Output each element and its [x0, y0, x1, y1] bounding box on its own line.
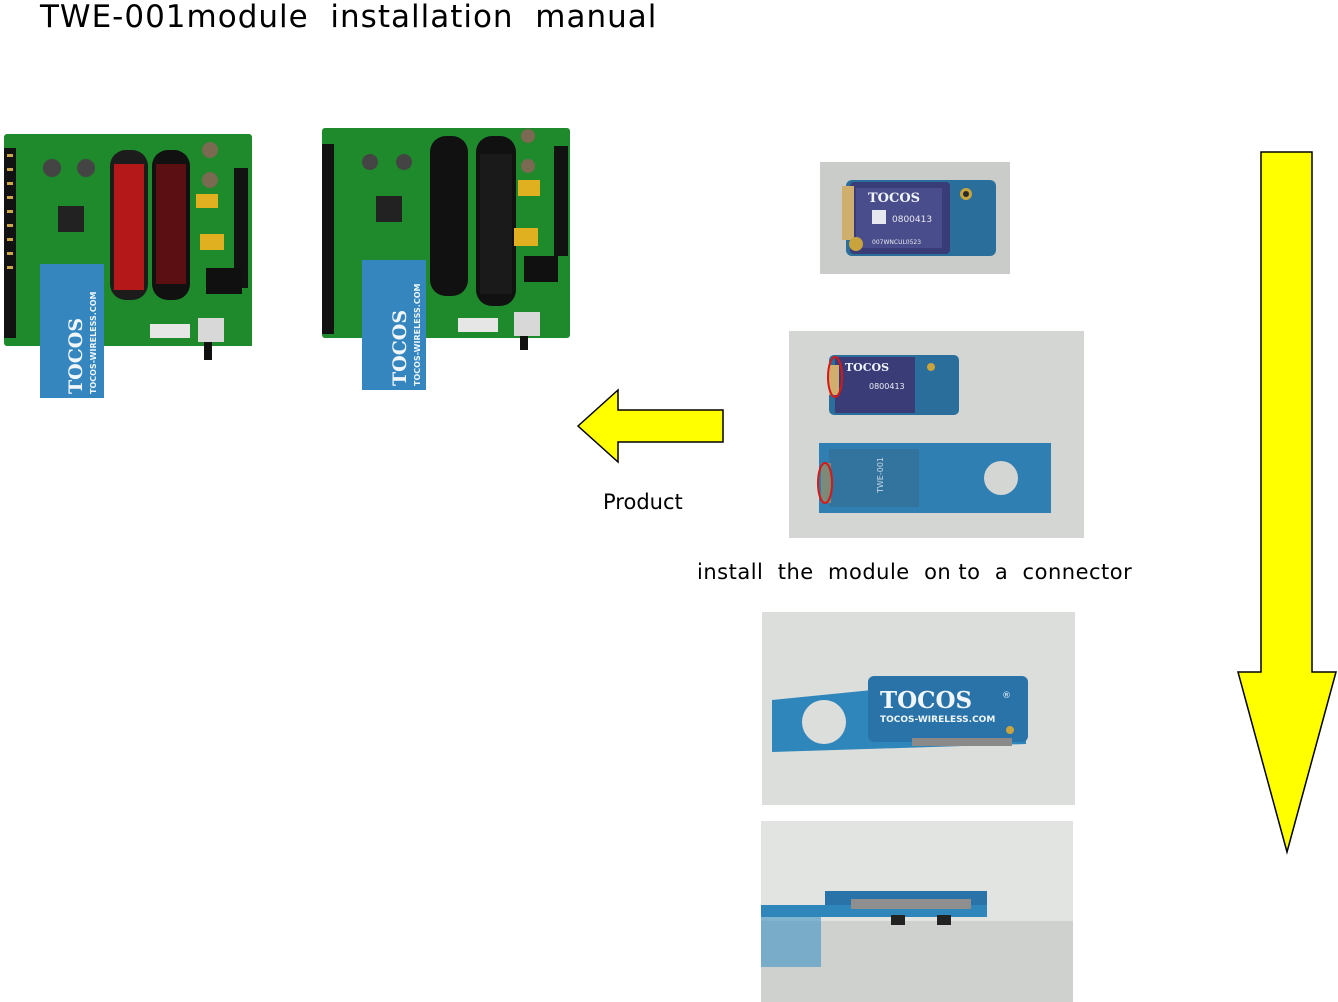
brand-text: TOCOS [868, 191, 920, 206]
module-photo: TOCOS 0800413 007WNCUL0523 [820, 162, 1010, 274]
website-text: TOCOS-WIRELESS.COM [413, 283, 422, 386]
module-serial-text: 0800413 [869, 382, 905, 391]
brand-text: TOCOS [880, 687, 972, 714]
board-photo-left: TOCOS TOCOS-WIRELESS.COM [0, 128, 262, 403]
website-text: TOCOS-WIRELESS.COM [89, 291, 98, 394]
page-title: TWE-001module installation manual [40, 0, 658, 35]
product-caption: Product [603, 490, 683, 514]
installed-module-side-photo [761, 821, 1073, 1002]
installed-module-top-photo: TOCOS ® TOCOS-WIRELESS.COM [762, 612, 1075, 805]
board-photo-right: TOCOS TOCOS-WIRELESS.COM [318, 124, 574, 394]
brand-text: TOCOS [845, 361, 889, 374]
brand-mark-text: ® [1002, 691, 1011, 701]
brand-text: TOCOS [65, 318, 87, 394]
install-caption: install the module on to a connector [697, 560, 1133, 584]
connector-highlight [817, 462, 833, 504]
module-code-text: 007WNCUL0523 [872, 239, 921, 246]
brand-text: TOCOS [389, 310, 411, 386]
module-serial-text: 0800413 [892, 215, 932, 225]
connector-highlight [827, 356, 843, 398]
website-text: TOCOS-WIRELESS.COM [880, 715, 995, 725]
down-arrow-icon [1237, 151, 1337, 855]
module-adapter-photo: TOCOS 0800413 TWE-001 [789, 331, 1084, 538]
adapter-code-text: TWE-001 [876, 457, 885, 494]
left-arrow-icon [576, 388, 724, 464]
